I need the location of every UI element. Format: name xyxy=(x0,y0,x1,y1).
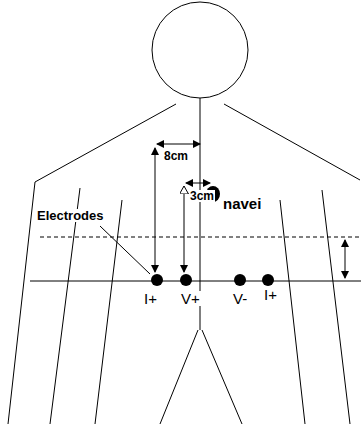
right-shoulder xyxy=(224,104,360,180)
left-arm-outer xyxy=(8,182,35,424)
electrode-dot xyxy=(262,274,274,286)
electrode-dot xyxy=(180,274,192,286)
left-leg xyxy=(160,330,198,424)
left-arm-inner xyxy=(50,188,80,424)
electrode-dot xyxy=(151,274,163,286)
right-leg xyxy=(202,330,242,424)
right-torso-side xyxy=(280,200,305,424)
dimension-arrow-8cm xyxy=(155,148,156,272)
dimension-arrow-8cm-horizontal xyxy=(157,144,200,145)
leader-line xyxy=(100,226,150,274)
dimension-arrow-3cm-horizontal xyxy=(186,183,210,184)
spacing-arrow xyxy=(345,240,346,278)
dimension-label: 8cm xyxy=(163,150,189,162)
head-outline xyxy=(152,2,248,98)
navel-level-line xyxy=(40,237,361,238)
navel-label: navei xyxy=(222,196,262,211)
electrodes-label: Electrodes xyxy=(36,209,104,222)
right-arm-inner xyxy=(322,190,350,424)
electrode-level-line xyxy=(30,281,361,282)
dimension-label: 3cm xyxy=(189,190,215,202)
electrode-label: V- xyxy=(232,291,248,306)
electrode-label: I+ xyxy=(143,291,158,306)
dimension-arrow-3cm xyxy=(184,186,185,272)
electrode-dot xyxy=(234,274,246,286)
electrode-label: V+ xyxy=(180,291,201,306)
electrode-label: I+ xyxy=(263,287,278,302)
